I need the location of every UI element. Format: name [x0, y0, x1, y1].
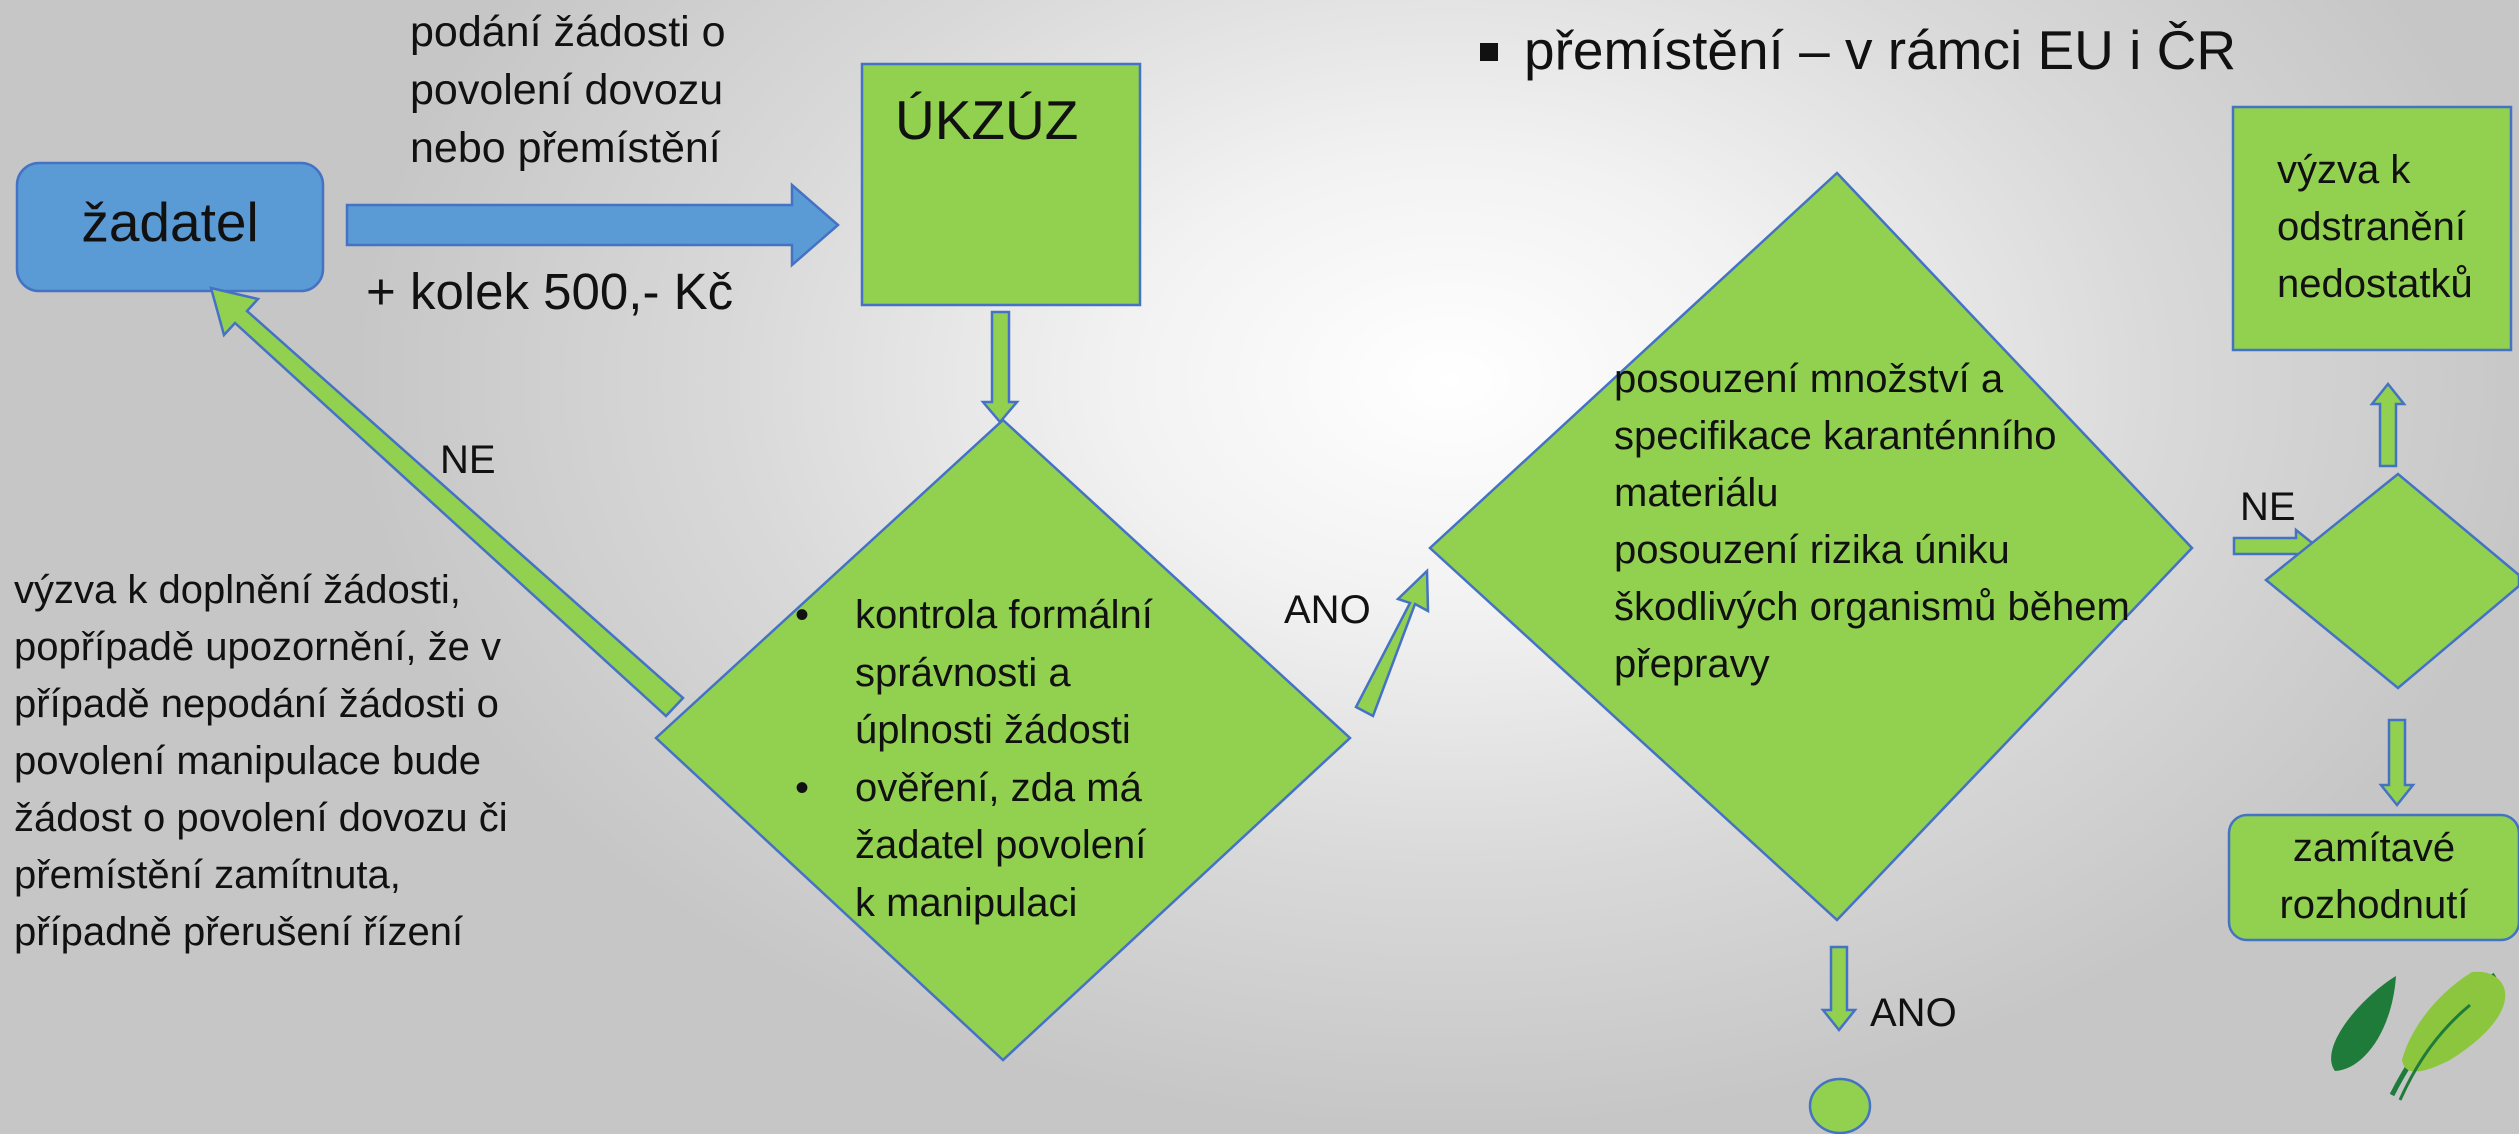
supplement-text: výzva k doplnění žádosti, popřípadě upoz… — [14, 562, 508, 961]
assessment-line: přepravy — [1614, 642, 1770, 686]
deficiency-box — [2231, 105, 2513, 352]
deficiency-line: nedostatků — [2277, 262, 2473, 306]
assessment-line: posouzení rizika úniku — [1614, 528, 2010, 572]
rejection-line: zamítavé — [2292, 826, 2456, 870]
assessment-text: posouzení množství a specifikace karanté… — [1614, 351, 2130, 693]
label-ne-left: NE — [440, 438, 496, 482]
supplement-line: výzva k doplnění žádosti, — [14, 568, 461, 612]
assessment-line: škodlivých organismů během — [1614, 585, 2130, 629]
rejection-line: rozhodnutí — [2279, 883, 2469, 927]
rejection-text: zamítavé rozhodnutí — [2229, 820, 2519, 934]
slide-title: přemístění – v rámci EU i ČR — [1480, 18, 2236, 82]
check-item: kontrola formální správnosti a úplnosti … — [795, 587, 1153, 760]
applicant-label: žadatel — [81, 191, 259, 253]
supplement-line: povolení manipulace bude — [14, 739, 482, 783]
authority-box — [860, 62, 1142, 307]
small-decision-diamond — [2264, 472, 2519, 690]
arrow-down-rejection — [2378, 718, 2416, 808]
arrow-up-deficiency — [2369, 381, 2407, 468]
arrow-ano-to-assessment — [1354, 568, 1430, 718]
arrow-ne-to-applicant — [209, 286, 685, 718]
supplement-line: případě nepodání žádosti o — [14, 682, 499, 726]
supplement-line: žádost o povolení dovozu či — [14, 796, 508, 840]
supplement-line: popřípadě upozornění, že v — [14, 625, 502, 669]
title-bullet-icon — [1480, 43, 1498, 61]
request-line: nebo přemístění — [410, 124, 721, 172]
authority-label: ÚKZÚZ — [895, 89, 1079, 151]
fee-text: + kolek 500,- Kč — [366, 263, 734, 320]
leaf-logo-icon — [2331, 971, 2506, 1101]
arrow-to-check — [980, 310, 1020, 424]
end-circle — [1808, 1077, 1872, 1134]
request-line: povolení dovozu — [410, 66, 724, 114]
assessment-line: posouzení množství a — [1614, 357, 2004, 401]
arrow-ano-down — [1820, 945, 1858, 1033]
assessment-line: specifikace karanténního — [1614, 414, 2057, 458]
applicant-box — [15, 161, 325, 293]
supplement-line: případně přerušení řízení — [14, 910, 464, 954]
assessment-diamond — [1428, 171, 2194, 922]
deficiency-text: výzva k odstranění nedostatků — [2277, 142, 2473, 313]
check-list: kontrola formální správnosti a úplnosti … — [795, 587, 1153, 932]
rejection-box — [2227, 813, 2519, 942]
supplement-line: přemístění zamítnuta, — [14, 853, 401, 897]
label-ano-middle: ANO — [1284, 588, 1371, 632]
check-item: ověření, zda má žadatel povolení k manip… — [795, 760, 1153, 933]
deficiency-line: výzva k — [2277, 148, 2411, 192]
arrow-to-authority — [345, 182, 840, 268]
label-ano-bottom: ANO — [1870, 991, 1957, 1035]
label-ne-right: NE — [2240, 485, 2296, 529]
assessment-line: materiálu — [1614, 471, 1779, 515]
request-text: podání žádosti o povolení dovozu nebo př… — [410, 3, 726, 177]
request-line: podání žádosti o — [410, 8, 726, 56]
deficiency-line: odstranění — [2277, 205, 2467, 249]
